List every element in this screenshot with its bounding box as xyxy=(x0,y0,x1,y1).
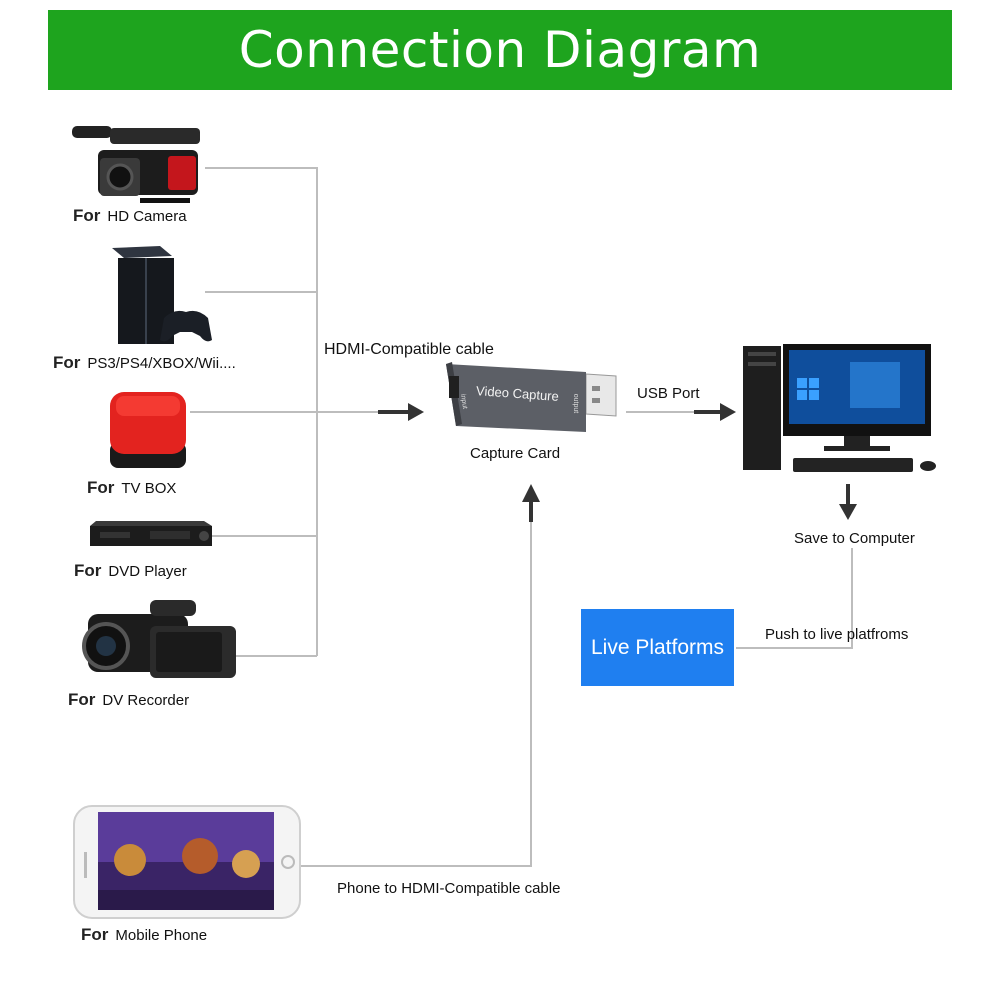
usb-port-label: USB Port xyxy=(637,385,700,402)
live-platforms-box: Live Platforms xyxy=(581,609,734,686)
device-name: DV Recorder xyxy=(102,692,190,709)
wire-push-live xyxy=(736,548,853,649)
capture-card-output-text: output xyxy=(572,393,580,414)
device-label-dv-recorder: For DV Recorder xyxy=(68,690,189,710)
dv-recorder-icon xyxy=(82,600,236,678)
device-prefix: For xyxy=(53,353,81,372)
capture-card-label: Capture Card xyxy=(470,445,561,462)
device-label-hd-camera: For HD Camera xyxy=(73,206,187,226)
wire-hd-camera xyxy=(205,167,318,656)
device-prefix: For xyxy=(81,925,109,944)
capture-card-icon xyxy=(446,362,617,432)
dvd-player-icon xyxy=(90,521,212,546)
device-prefix: For xyxy=(73,206,101,225)
hdmi-cable-label: HDMI-Compatible cable xyxy=(324,341,494,358)
device-name: Mobile Phone xyxy=(115,927,208,944)
device-prefix: For xyxy=(68,690,96,709)
arrow-to-capture xyxy=(408,403,424,421)
device-label-console: For PS3/PS4/XBOX/Wii.... xyxy=(53,353,236,373)
device-prefix: For xyxy=(74,561,102,580)
device-name: HD Camera xyxy=(107,208,187,225)
live-platforms-label: Live Platforms xyxy=(590,635,725,659)
phone-cable-label: Phone to HDMI-Compatible cable xyxy=(337,880,561,897)
device-label-dvd-player: For DVD Player xyxy=(74,561,187,581)
computer-icon xyxy=(743,344,936,472)
arrow-save-down xyxy=(839,504,857,520)
hd-camera-icon xyxy=(72,126,200,203)
arrow-phone-up xyxy=(522,484,540,502)
save-to-computer-label: Save to Computer xyxy=(794,530,915,547)
device-name: DVD Player xyxy=(108,563,187,580)
title-bar: Connection Diagram xyxy=(48,10,952,90)
arrow-to-pc xyxy=(720,403,736,421)
tv-box-icon xyxy=(110,392,186,468)
console-icon xyxy=(112,246,212,344)
mobile-phone-icon xyxy=(73,805,301,919)
device-label-mobile-phone: For Mobile Phone xyxy=(81,925,207,945)
device-name: TV BOX xyxy=(121,480,177,497)
device-label-tv-box: For TV BOX xyxy=(87,478,176,498)
push-live-label: Push to live platfroms xyxy=(765,626,909,643)
wire-phone xyxy=(300,520,532,867)
page-title: Connection Diagram xyxy=(238,21,762,79)
device-prefix: For xyxy=(87,478,115,497)
device-name: PS3/PS4/XBOX/Wii.... xyxy=(87,355,236,372)
